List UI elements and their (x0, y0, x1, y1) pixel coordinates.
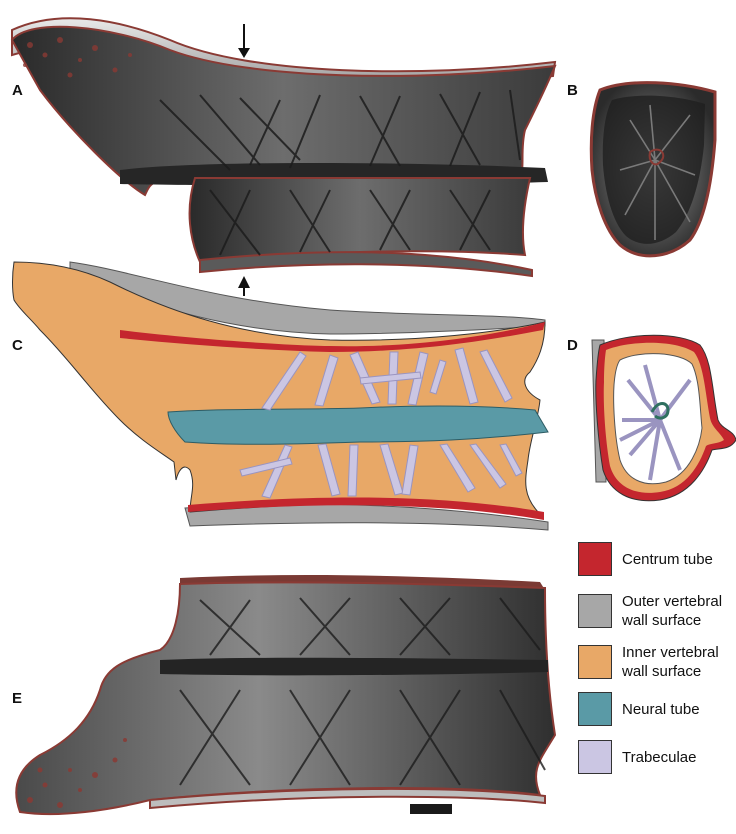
legend-item-centrum-tube: Centrum tube (578, 542, 736, 576)
legend-swatch (578, 645, 612, 679)
arrow-up-icon (238, 276, 250, 296)
legend-swatch (578, 740, 612, 774)
arrow-down-icon (238, 24, 250, 58)
panel-label-b: B (567, 82, 578, 99)
legend-swatch (578, 692, 612, 726)
scale-bar (410, 804, 452, 814)
panel-label-a: A (12, 82, 23, 99)
legend-item-trabeculae: Trabeculae (578, 740, 736, 774)
panel-b-specimen (591, 83, 715, 256)
panel-label-c: C (12, 337, 23, 354)
legend-label: Neural tube (622, 700, 736, 719)
legend-item-inner-wall: Inner vertebral wall surface (578, 643, 736, 681)
panel-e-specimen (16, 575, 555, 814)
legend-label: Trabeculae (622, 748, 736, 767)
legend-label: Inner vertebral wall surface (622, 643, 736, 681)
legend-item-outer-wall: Outer vertebral wall surface (578, 592, 736, 630)
legend-item-neural-tube: Neural tube (578, 692, 736, 726)
legend-label: Outer vertebral wall surface (622, 592, 736, 630)
panel-label-e: E (12, 690, 22, 707)
panel-d-diagram (592, 335, 736, 501)
legend-swatch (578, 542, 612, 576)
panel-c-diagram (13, 262, 549, 530)
legend-label: Centrum tube (622, 550, 736, 569)
legend-swatch (578, 594, 612, 628)
panel-a-specimen (12, 18, 555, 276)
panel-label-d: D (567, 337, 578, 354)
